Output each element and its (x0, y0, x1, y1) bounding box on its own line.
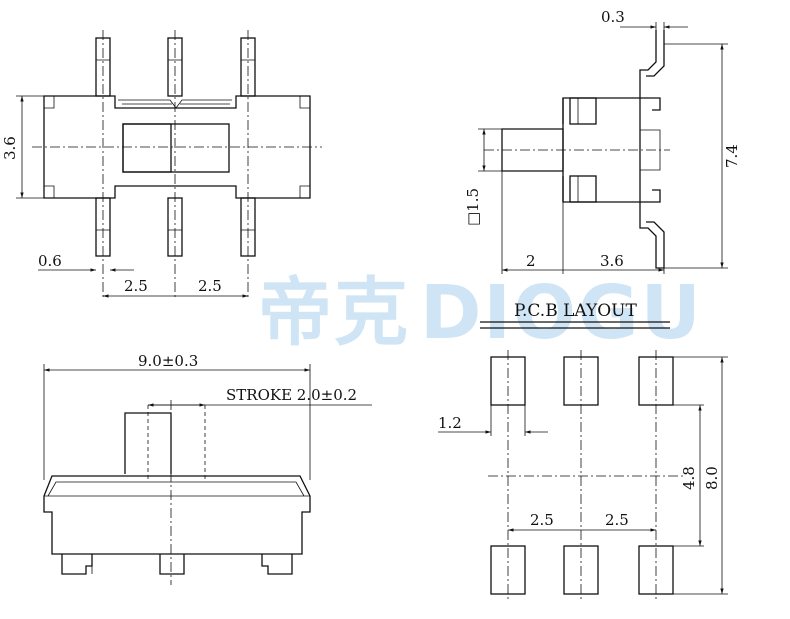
dim-actuator-length: 2 (526, 252, 536, 270)
stroke-label: STROKE 2.0±0.2 (226, 386, 357, 404)
top-view: 3.6 0.6 2.5 2.5 (1, 30, 322, 300)
dim-inner-span: 4.8 (680, 466, 698, 490)
dim-pcb-pitch-right: 2.5 (605, 511, 629, 529)
pcb-title: P.C.B LAYOUT (514, 301, 637, 321)
dim-actuator: □1.5 (464, 188, 482, 226)
dim-pin-width: 0.6 (38, 252, 62, 270)
dim-pad-width: 1.2 (438, 414, 462, 432)
dim-pitch-left: 2.5 (124, 277, 148, 295)
dim-overall-height: 7.4 (723, 144, 741, 168)
dim-thickness: 0.3 (601, 8, 625, 26)
watermark-cn: 帝克 (258, 270, 410, 356)
dim-height: 3.6 (1, 136, 19, 160)
dim-pcb-pitch-left: 2.5 (530, 511, 554, 529)
dim-length: 9.0±0.3 (138, 352, 198, 370)
dim-pitch-right: 2.5 (198, 277, 222, 295)
front-view: 9.0±0.3 STROKE 2.0±0.2 (43, 352, 372, 585)
watermark-en: DIOGU (420, 270, 703, 356)
side-view: 0.3 7.4 □1.5 2 3.6 (464, 8, 741, 274)
dim-body-depth: 3.6 (600, 252, 624, 270)
watermark: 帝克 DIOGU (258, 270, 703, 356)
pcb-layout: P.C.B LAYOUT 1.2 2.5 2.5 4.8 8.0 (438, 301, 728, 600)
dim-outer-span: 8.0 (703, 466, 721, 490)
